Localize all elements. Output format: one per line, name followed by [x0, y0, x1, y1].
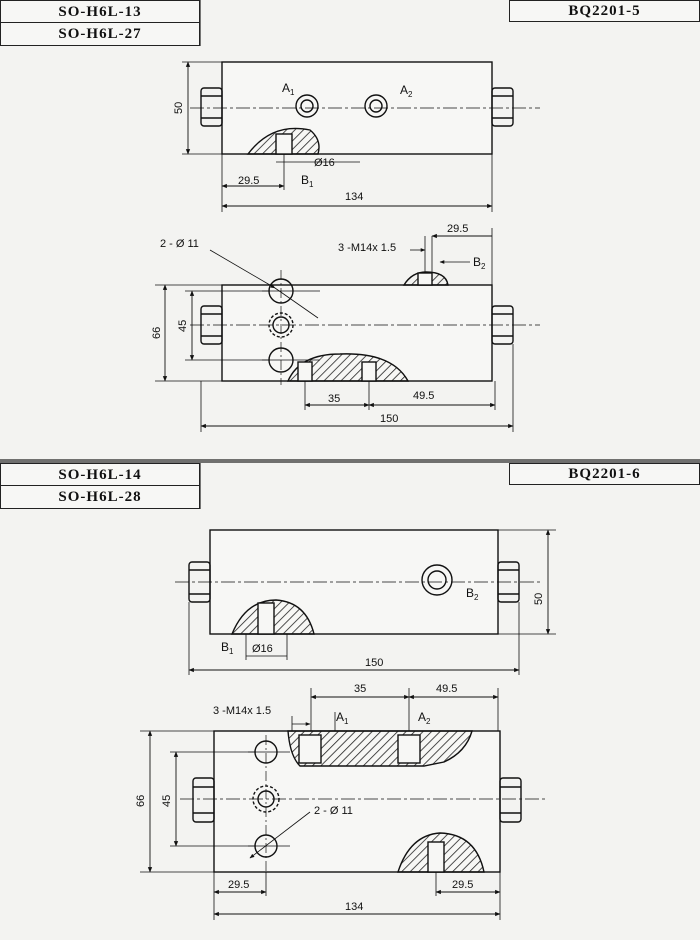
top-code-1: SO-H6L-13: [0, 0, 200, 24]
top-b2-label: B2: [473, 255, 486, 271]
bottom-offset-left-dim: 29.5: [228, 879, 249, 891]
top-bore-dim: Ø16: [314, 157, 335, 169]
top-view-b: [155, 228, 540, 432]
top-offset-dim: 29.5: [238, 175, 259, 187]
top-threads-label: 3 -M14x 1.5: [338, 242, 396, 254]
bottom-code-1: SO-H6L-14: [0, 463, 200, 487]
top-part-number: BQ2201-5: [509, 0, 700, 22]
frame-lines: [0, 0, 700, 509]
bottom-holes-label: 2 - Ø 11: [314, 805, 353, 817]
bottom-view-b-labels: 35 49.5 3 -M14x 1.5 A1 A2 2 - Ø 11 66 45…: [135, 683, 473, 913]
bottom-b1-label: B1: [221, 640, 234, 656]
bottom-height-dim: 50: [533, 593, 545, 605]
bottom-bore-dim: Ø16: [252, 643, 273, 655]
bottom-a2-label: A2: [418, 710, 431, 726]
bottom-code-2: SO-H6L-28: [0, 485, 200, 509]
top-height-dim: 50: [173, 102, 185, 114]
top-pitch-a-dim: 35: [328, 393, 340, 405]
bottom-pitch-b-dim: 49.5: [436, 683, 457, 695]
bottom-offset-right-dim: 29.5: [452, 879, 473, 891]
bottom-height-outer-dim: 66: [135, 795, 147, 807]
top-pitch-b-dim: 49.5: [413, 390, 434, 402]
top-height-outer-dim: 66: [151, 327, 163, 339]
top-b-length-dim: 150: [380, 413, 398, 425]
top-b-offset-dim: 29.5: [447, 223, 468, 235]
bottom-view-a: [175, 529, 556, 675]
bottom-height-inner-dim: 45: [161, 795, 173, 807]
bottom-pitch-a-dim: 35: [354, 683, 366, 695]
top-holes-label: 2 - Ø 11: [160, 238, 199, 250]
bottom-part-number: BQ2201-6: [509, 463, 700, 485]
top-height-inner-dim: 45: [177, 320, 189, 332]
top-view-a: [182, 61, 540, 212]
bottom-view-b: [140, 688, 545, 920]
top-code-2: SO-H6L-27: [0, 22, 200, 46]
bottom-length-dim: 150: [365, 657, 383, 669]
bottom-a1-label: A1: [336, 710, 349, 726]
top-b1-label: B1: [301, 173, 314, 189]
bottom-view-a-labels: B2 B1 Ø16 50 150: [221, 586, 545, 669]
top-a2-label: A2: [400, 83, 413, 99]
top-length-dim: 134: [345, 191, 363, 203]
bottom-b-length-dim: 134: [345, 901, 363, 913]
top-view-b-labels: 2 - Ø 11 3 -M14x 1.5 29.5 B2 66 45 35 49…: [151, 223, 486, 425]
top-view-a-labels: A1 A2 B1 50 Ø16 29.5 134: [173, 81, 413, 203]
bottom-b2-label: B2: [466, 586, 479, 602]
bottom-threads-label: 3 -M14x 1.5: [213, 705, 271, 717]
top-a1-label: A1: [282, 81, 295, 97]
